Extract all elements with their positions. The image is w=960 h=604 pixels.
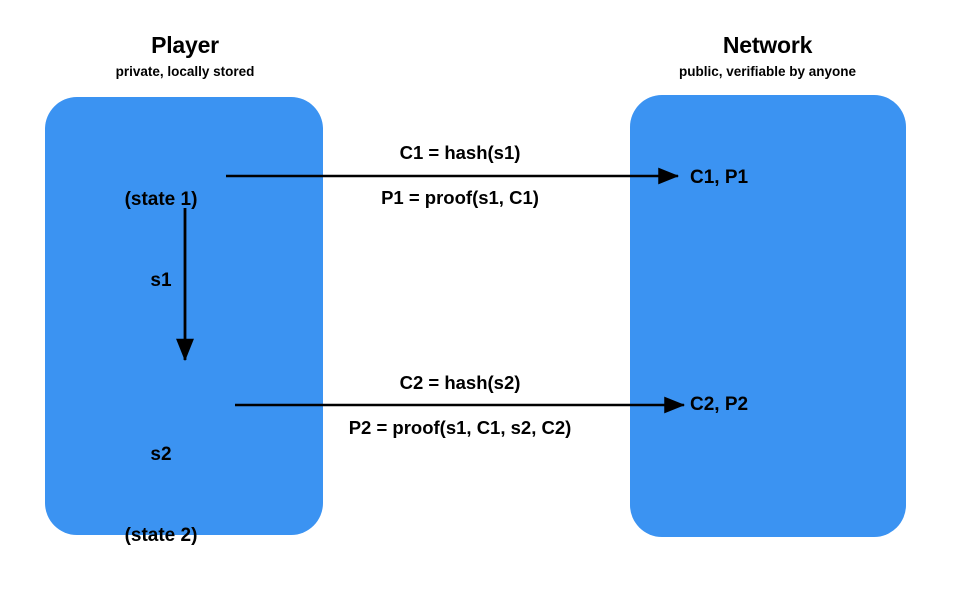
network-subtitle: public, verifiable by anyone [678,64,857,80]
edge2-label-below: P2 = proof(s1, C1, s2, C2) [348,417,572,438]
player-node-state2: s2 (state 2) [96,388,226,604]
player-node-state1: (state 1) s1 [96,133,226,349]
network-node-commitment1: C1, P1 [690,167,749,188]
state1-line1: (state 1) [124,188,198,210]
state2-line2: (state 2) [124,524,198,546]
network-panel [630,95,906,537]
network-column-header: Network public, verifiable by anyone [630,32,905,80]
edge2-label-above: C2 = hash(s2) [399,372,521,393]
edge1-label-below: P1 = proof(s1, C1) [381,187,539,208]
state2-line1: s2 [150,443,172,465]
diagram-canvas: Player private, locally stored Network p… [45,32,906,546]
edge1-label-above: C1 = hash(s1) [399,142,521,163]
player-subtitle: private, locally stored [115,64,255,80]
state1-line2: s1 [150,269,172,291]
network-title: Network [722,32,813,58]
network-node-commitment2: C2, P2 [690,394,749,415]
player-title: Player [151,32,219,58]
player-column-header: Player private, locally stored [45,32,325,80]
